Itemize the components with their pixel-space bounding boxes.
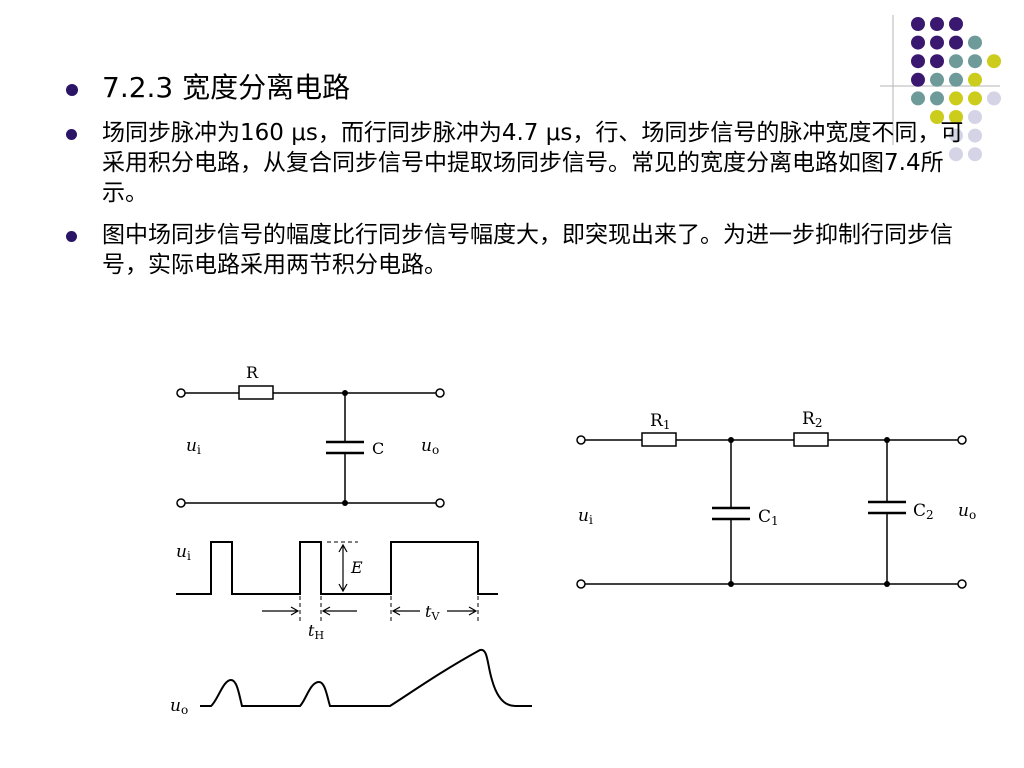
decorative-dot: [987, 91, 1001, 106]
bullet-text: 图中场同步信号的幅度比行同步信号幅度大，即突现出来了。为进一步抑制行同步信号，实…: [102, 222, 953, 278]
bullet-marker: [66, 84, 78, 96]
bullet-text: 场同步脉冲为160 μs，而行同步脉冲为4.7 μs，行、场同步信号的脉冲宽度不…: [102, 120, 964, 206]
label-ui-wave: ui: [176, 542, 191, 563]
pulse-train: [176, 541, 498, 595]
resistor-r: [238, 385, 274, 400]
input-pulse-waveform: ui E tH tV: [176, 541, 498, 642]
decorative-dot: [930, 35, 944, 50]
label-uo-wave: uo: [170, 696, 188, 717]
decorative-dot: [949, 72, 963, 87]
decorative-dot: [949, 91, 963, 106]
terminal: [957, 579, 967, 589]
output-waveform: uo: [170, 648, 532, 717]
label-uo-2: uo: [958, 501, 976, 522]
bullet-item: 图中场同步信号的幅度比行同步信号幅度大，即突现出来了。为进一步抑制行同步信号，实…: [60, 220, 970, 280]
capacitor-c2: [868, 500, 906, 515]
junction-dot: [342, 390, 348, 396]
decorative-dot: [930, 54, 944, 69]
rc-circuit-2: R1 R2 C1 C2 ui uo: [576, 409, 976, 589]
terminal: [576, 435, 586, 445]
decorative-dot: [949, 147, 963, 162]
tv-arrows: [391, 606, 478, 616]
junction-dot: [728, 581, 734, 587]
decorative-dot: [949, 17, 963, 31]
bullet-item: 场同步脉冲为160 μs，而行同步脉冲为4.7 μs，行、场同步信号的脉冲宽度不…: [60, 118, 970, 208]
decorative-dot: [930, 72, 944, 87]
capacitor-c1: [712, 506, 750, 521]
label-c2: C2: [913, 501, 934, 522]
amplitude-arrow: [338, 543, 348, 593]
label-tv: tV: [425, 602, 440, 623]
terminal: [957, 435, 967, 445]
junction-dot: [884, 437, 890, 443]
slide-title-text: 7.2.3 宽度分离电路: [102, 71, 351, 104]
bullet-marker: [66, 231, 77, 242]
junction-dot: [342, 500, 348, 506]
wire: [730, 440, 888, 584]
rc-circuit-1: R C ui uo: [176, 363, 445, 508]
terminal: [176, 388, 186, 398]
decorative-dot: [968, 128, 982, 143]
decorative-dot: [949, 54, 963, 69]
junction-dot: [884, 581, 890, 587]
label-ui: ui: [186, 436, 201, 457]
resistor-r1: [641, 432, 677, 447]
decorative-dot: [930, 110, 944, 124]
label-c: C: [372, 439, 384, 458]
decorative-dot: [911, 17, 925, 31]
label-c1: C1: [758, 507, 779, 528]
label-uo: uo: [421, 436, 439, 457]
decorative-dot: [949, 128, 963, 143]
integrated-output: [200, 648, 532, 707]
decorative-dot: [968, 147, 982, 162]
label-r1: R1: [650, 411, 670, 432]
capacitor-c: [326, 440, 364, 455]
terminal: [435, 498, 445, 508]
bullet-marker: [66, 129, 77, 140]
decorative-dot: [911, 35, 925, 50]
decorative-dot: [968, 91, 982, 106]
decorative-dot: [949, 35, 963, 50]
decorative-dot: [949, 110, 963, 124]
terminal: [176, 498, 186, 508]
decorative-dot: [987, 54, 1001, 69]
decorative-dot: [968, 72, 982, 87]
decorative-dot: [911, 91, 925, 106]
decorative-dot: [911, 54, 925, 69]
decorative-dot: [930, 91, 944, 106]
decorative-dot-grid: [880, 15, 1001, 162]
resistor-r2: [793, 432, 829, 447]
terminal: [576, 579, 586, 589]
terminal: [435, 388, 445, 398]
label-r: R: [246, 363, 259, 382]
slide-content: 7.2.3 宽度分离电路 场同步脉冲为160 μs，而行同步脉冲为4.7 μs，…: [60, 70, 970, 280]
decorative-dot: [911, 72, 925, 87]
decorative-dot: [968, 54, 982, 69]
slide-title: 7.2.3 宽度分离电路: [60, 70, 970, 106]
label-r2: R2: [802, 409, 822, 430]
decorative-dot: [968, 35, 982, 50]
label-ui-2: ui: [578, 506, 593, 527]
th-arrows: [262, 606, 357, 616]
decorative-dot: [968, 110, 982, 124]
label-th: tH: [308, 621, 324, 642]
label-e: E: [350, 558, 363, 577]
decorative-dot: [930, 17, 944, 31]
junction-dot: [728, 437, 734, 443]
